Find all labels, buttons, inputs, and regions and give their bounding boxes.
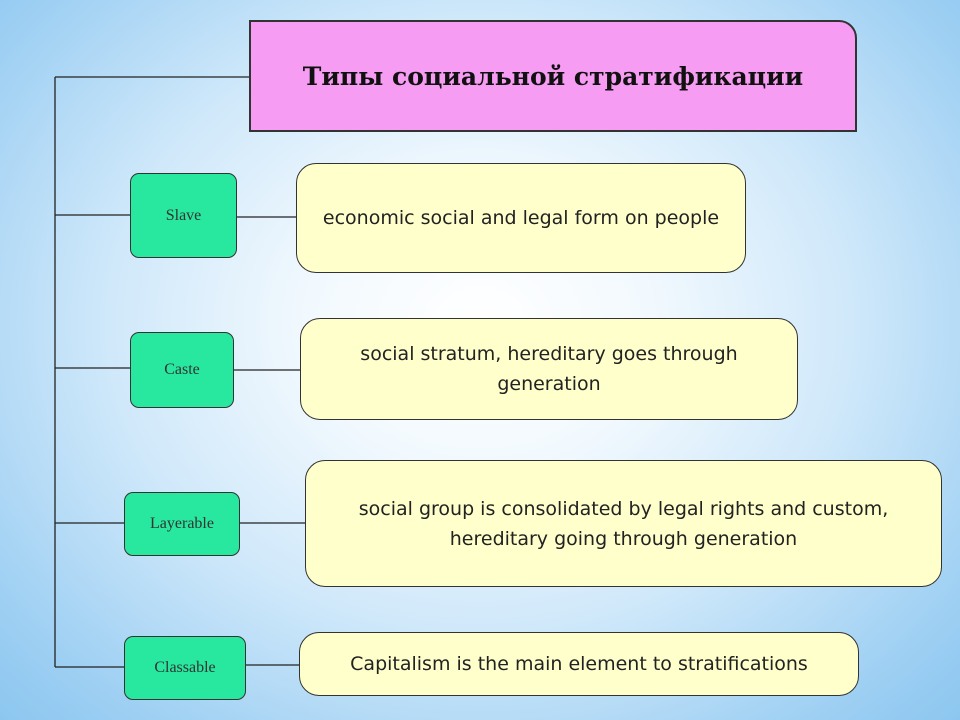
- description-layerable: social group is consolidated by legal ri…: [305, 460, 942, 587]
- type-classable: Classable: [124, 636, 246, 700]
- description-caste: social stratum, hereditary goes through …: [300, 318, 798, 420]
- description-slave: economic social and legal form on people: [296, 163, 746, 273]
- type-slave: Slave: [130, 173, 237, 258]
- type-layerable: Layerable: [124, 492, 240, 556]
- description-classable: Capitalism is the main element to strati…: [299, 632, 859, 696]
- diagram-title: Типы социальной стратификации: [249, 20, 857, 132]
- type-caste: Caste: [130, 332, 234, 408]
